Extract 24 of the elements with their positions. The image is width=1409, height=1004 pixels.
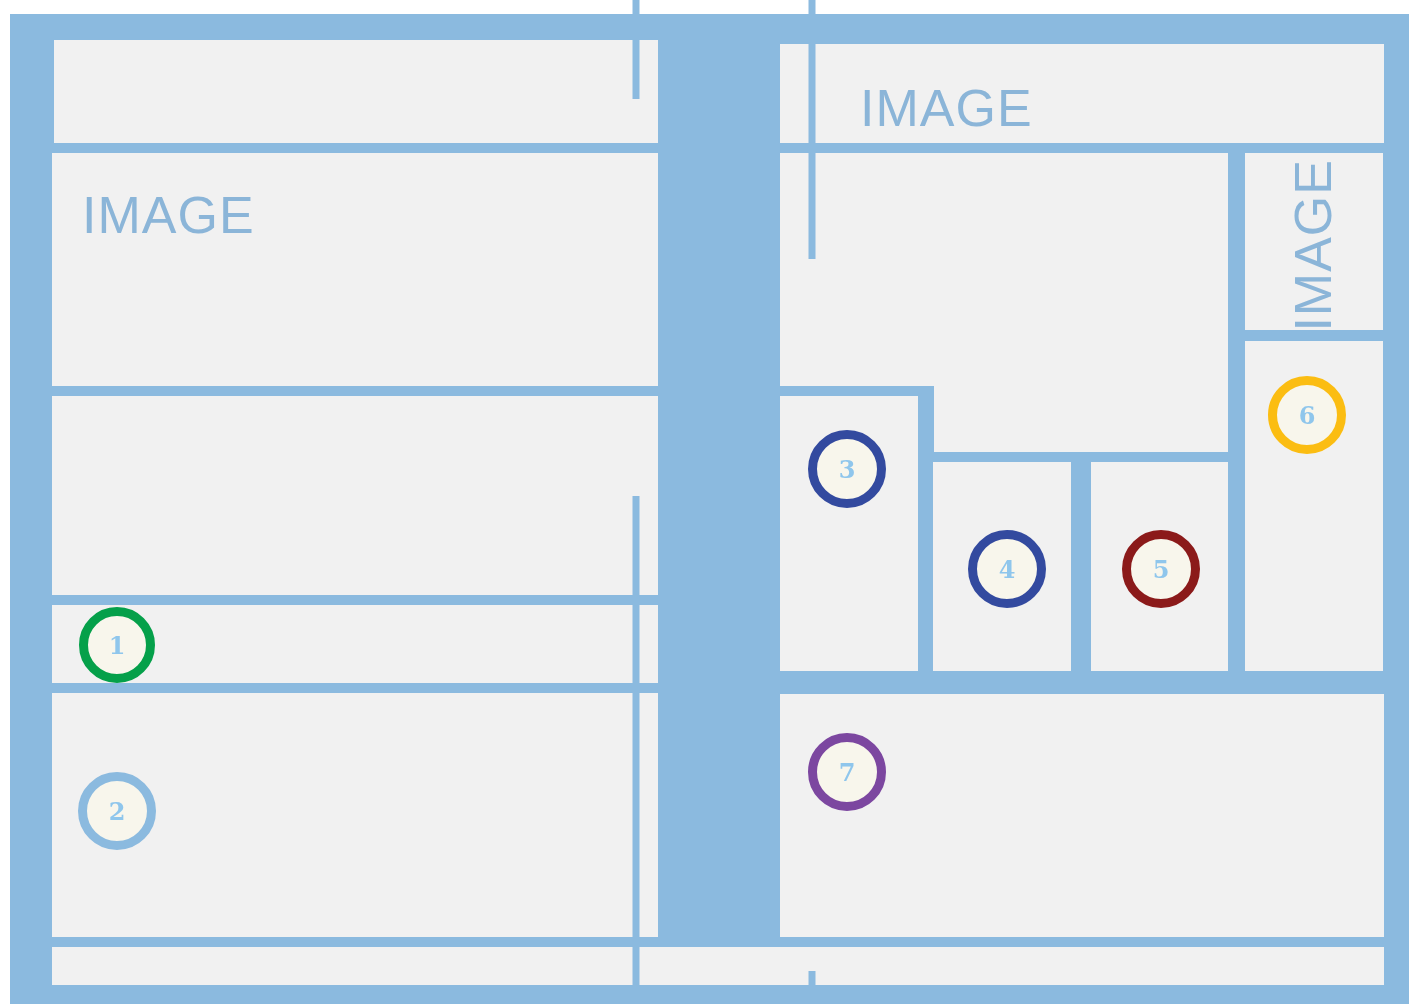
number-marker: 2 — [78, 772, 156, 850]
layout-panel — [54, 40, 658, 143]
layout-panel — [1245, 341, 1383, 671]
image-placeholder-text: IMAGE — [860, 82, 1033, 134]
image-panel — [1245, 153, 1383, 330]
number-marker: 3 — [808, 430, 886, 508]
number-marker: 7 — [808, 733, 886, 811]
layout-panel — [52, 693, 658, 937]
layout-panel — [52, 396, 658, 595]
image-placeholder-text: IMAGE — [82, 189, 255, 241]
number-marker: 1 — [79, 607, 155, 683]
layout-panel — [780, 694, 1384, 937]
image-placeholder-text: IMAGE — [1287, 159, 1339, 332]
number-marker: 6 — [1268, 376, 1346, 454]
layout-panel — [1091, 462, 1228, 671]
image-panel — [52, 153, 658, 386]
number-marker: 5 — [1122, 530, 1200, 608]
layout-panel — [780, 396, 918, 671]
layout-panel — [52, 947, 1384, 985]
image-panel — [780, 44, 1384, 143]
layout-panel — [52, 605, 658, 683]
layout-panel — [933, 462, 1071, 671]
number-marker: 4 — [968, 530, 1046, 608]
layout-panel — [780, 153, 1228, 452]
